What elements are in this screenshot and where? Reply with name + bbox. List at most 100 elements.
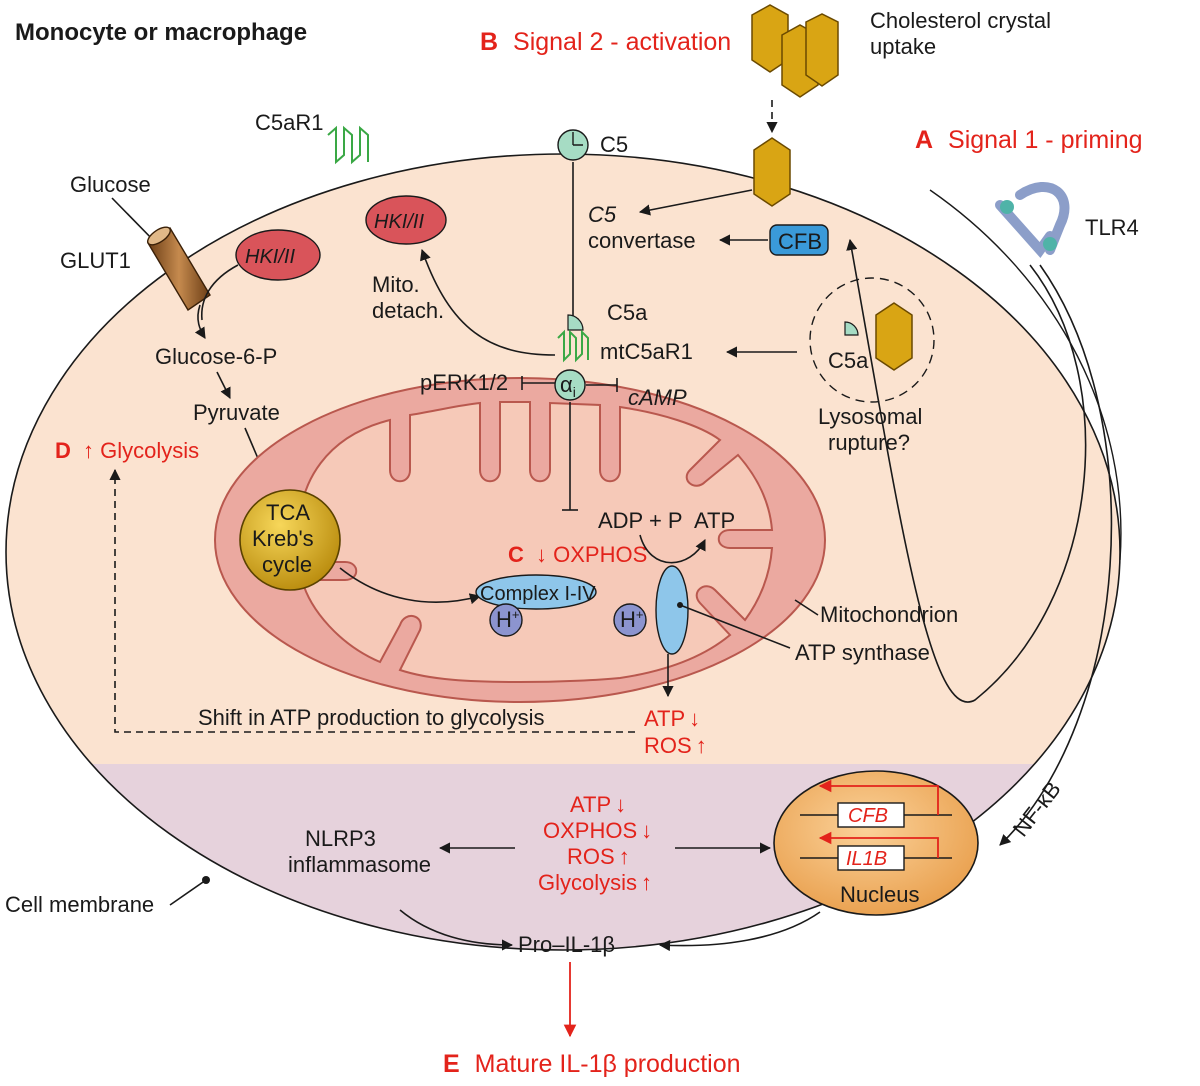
mitochondrion-pointer xyxy=(794,599,819,616)
tca-label-1: TCA xyxy=(266,500,310,525)
cell-inner-membrane-arc xyxy=(929,189,1122,561)
il1b-gene: IL1B xyxy=(800,831,952,871)
c5-convertase-label-2: convertase xyxy=(588,228,696,253)
complex-i-iv xyxy=(475,574,597,610)
signal-c-label: C ↓ OXPHOS xyxy=(508,542,647,567)
h-plus-left-letter: H xyxy=(496,607,512,632)
c5ar1-receptor-icon xyxy=(327,125,369,165)
glucose-label: Glucose xyxy=(70,172,151,197)
nucleus-label: Nucleus xyxy=(840,882,919,907)
alpha-subscript: i xyxy=(573,384,576,400)
c5a-lysosome-label: C5a xyxy=(828,348,869,373)
h-plus-left-sup: + xyxy=(512,607,520,622)
center-oxphos: OXPHOS↓ xyxy=(543,818,652,843)
hki-top-label: HKI/II xyxy=(374,211,424,233)
atp-down-icon: ↓ xyxy=(689,706,700,731)
pro-il1b-label: Pro–IL-1β xyxy=(518,932,615,957)
glucose6p-label: Glucose-6-P xyxy=(155,344,277,369)
alpha-i-label: αi xyxy=(560,372,576,400)
lysosome-crystal-icon xyxy=(875,302,913,371)
signal-e-text: Mature IL-1β production xyxy=(475,1050,741,1078)
signal-a-letter: A xyxy=(915,126,933,154)
signal-d-text: Glycolysis xyxy=(100,438,199,463)
h-plus-right-letter: H xyxy=(620,607,636,632)
center-atp-text: ATP xyxy=(570,792,611,817)
tca-label-2: Kreb's xyxy=(252,526,314,551)
nlrp3-label-1: NLRP3 xyxy=(305,826,376,851)
signal-b-letter: B xyxy=(480,28,498,56)
mtc5ar1-receptor-icon xyxy=(557,329,589,363)
nfkb-label: NF-κB xyxy=(1008,777,1066,842)
glucose-to-g6p-arrow xyxy=(194,304,206,339)
tlr4-to-cfb-arrow xyxy=(846,238,1087,703)
lysosomal-label-2: rupture? xyxy=(828,430,910,455)
nucleus-to-pro-il1b-arrow xyxy=(658,911,821,952)
mitochondrion-label: Mitochondrion xyxy=(820,602,958,627)
h-plus-right-sup: + xyxy=(636,607,644,622)
tca-to-complex-arrow xyxy=(339,567,482,605)
shift-label: Shift in ATP production to glycolysis xyxy=(198,705,544,730)
lysosome xyxy=(809,277,935,403)
g6p-to-pyruvate-arrow xyxy=(216,371,231,400)
mtc5ar1-to-hki-arrow xyxy=(420,248,556,356)
atp-synthase-label: ATP synthase xyxy=(795,640,930,665)
ros-out-text: ROS xyxy=(644,733,692,758)
shift-dashed-arrow xyxy=(109,468,635,733)
il1b-gene-label: IL1B xyxy=(846,848,887,870)
c5-icon xyxy=(557,129,589,161)
signal-c-text: OXPHOS xyxy=(553,542,647,567)
cell-membrane-pointer xyxy=(169,879,207,906)
tca-cycle xyxy=(239,489,341,591)
center-ros-up-icon: ↑ xyxy=(619,844,630,869)
hki-left-label: HKI/II xyxy=(245,246,295,268)
center-atp-down-icon: ↓ xyxy=(615,792,626,817)
signal-a-text: Signal 1 - priming xyxy=(948,126,1143,154)
signal-e-label: E Mature IL-1β production xyxy=(443,1050,741,1078)
cfb-protein-box xyxy=(769,224,829,256)
cfb-label: CFB xyxy=(778,229,822,254)
c5ar1-label: C5aR1 xyxy=(255,110,323,135)
adp-to-atp-arrow xyxy=(639,534,706,564)
cholesterol-label-line2: uptake xyxy=(870,34,936,59)
center-glycolysis-up-icon: ↑ xyxy=(641,870,652,895)
crystal-to-convertase-arrow xyxy=(638,189,753,216)
signal-a-label: A Signal 1 - priming xyxy=(915,126,1143,154)
center-oxphos-text: OXPHOS xyxy=(543,818,637,843)
cholesterol-label-line1: Cholesterol crystal xyxy=(870,8,1051,33)
c5-convertase-label-1: C5 xyxy=(588,202,617,227)
up-arrow-icon: ↑ xyxy=(83,438,94,463)
atp-out-text: ATP xyxy=(644,706,685,731)
camp-label: cAMP xyxy=(628,385,687,410)
signal-d-letter: D xyxy=(55,438,71,463)
atp-synthase-pointer xyxy=(679,604,791,649)
mito-detach-label-2: detach. xyxy=(372,298,444,323)
page-title: Monocyte or macrophage xyxy=(15,19,307,46)
perk-label: pERK1/2 xyxy=(420,370,508,395)
svg-text:H+: H+ xyxy=(620,607,643,632)
glut1-transporter-icon xyxy=(147,226,211,311)
signal-b-label: B Signal 2 - activation xyxy=(480,28,731,56)
atp-out-label: ATP↓ xyxy=(644,706,700,731)
cell-membrane-dot xyxy=(202,876,210,884)
cfb-gene-label: CFB xyxy=(848,805,888,827)
center-ros: ROS↑ xyxy=(567,844,630,869)
c5a-top-icon xyxy=(567,314,584,331)
nlrp3-to-pro-il1b-arrow xyxy=(399,909,514,951)
nucleus xyxy=(773,770,979,916)
atp-mito-label: ATP xyxy=(694,508,735,533)
c5a-top-label: C5a xyxy=(607,300,648,325)
mito-cristae xyxy=(298,401,774,684)
mito-detach-label-1: Mito. xyxy=(372,272,420,297)
ros-out-label: ROS↑ xyxy=(644,733,707,758)
alpha-symbol: α xyxy=(560,372,573,397)
pyruvate-label: Pyruvate xyxy=(193,400,280,425)
center-glycolysis-text: Glycolysis xyxy=(538,870,637,895)
cfb-gene: CFB xyxy=(800,779,952,828)
c5a-lysosome-icon xyxy=(844,321,859,336)
center-oxphos-down-icon: ↓ xyxy=(641,818,652,843)
lysosomal-label-1: Lysosomal xyxy=(818,404,922,429)
center-glycolysis: Glycolysis↑ xyxy=(538,870,652,895)
glut1-label: GLUT1 xyxy=(60,248,131,273)
cholesterol-crystal-icon xyxy=(751,4,839,98)
